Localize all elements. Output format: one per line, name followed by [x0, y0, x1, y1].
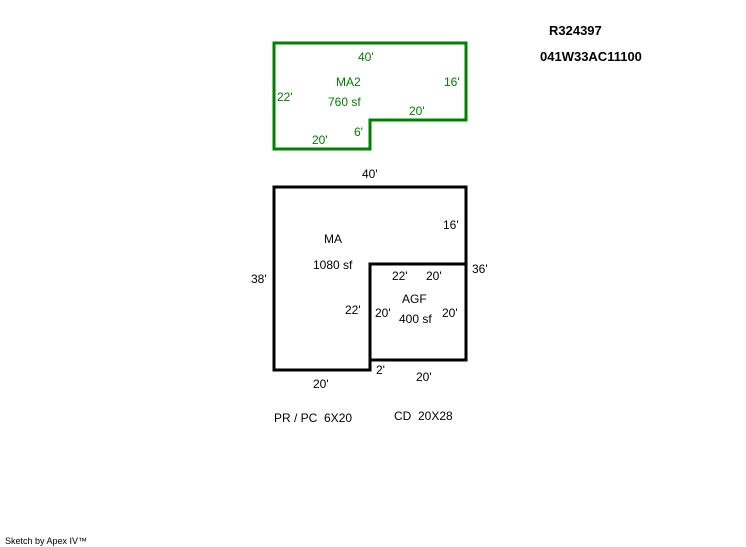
ma-step-dim: 2' — [376, 363, 385, 377]
agf-name: AGF — [402, 292, 427, 306]
ma2-top-dim: 40' — [358, 50, 374, 64]
ma-right-total-dim: 36' — [472, 262, 488, 276]
ma2-right-dim: 16' — [444, 75, 460, 89]
porch-note: PR / PC 6X20 — [274, 411, 352, 425]
footer-credit: Sketch by Apex IV™ — [5, 536, 87, 546]
ma-bottom-dim: 20' — [313, 377, 329, 391]
deck-note: CD 20X28 — [394, 409, 453, 423]
map-number: 041W33AC11100 — [540, 49, 642, 64]
agf-outline — [368, 262, 468, 362]
ma2-area: 760 sf — [328, 95, 361, 109]
ma-top-dim: 40' — [362, 167, 378, 181]
ma-right-upper-dim: 16' — [443, 218, 459, 232]
ma2-left-dim: 22' — [277, 90, 293, 104]
ma2-name: MA2 — [336, 75, 361, 89]
ma-area: 1080 sf — [313, 258, 353, 272]
ma2-bottom-dim: 20' — [312, 133, 328, 147]
agf-top-dim-b: 20' — [426, 269, 442, 283]
agf-right-dim: 20' — [442, 306, 458, 320]
agf-area: 400 sf — [399, 312, 432, 326]
ma2-step-top-dim: 20' — [409, 104, 425, 118]
ma2-step-vert-dim: 6' — [354, 125, 363, 139]
agf-bottom-dim: 20' — [416, 370, 432, 384]
parcel-id: R324397 — [549, 23, 602, 38]
agf-left-dim: 20' — [375, 306, 391, 320]
ma-name: MA — [324, 232, 342, 246]
ma2-outline — [272, 41, 468, 151]
ma-left-dim: 38' — [251, 272, 267, 286]
ma-inner-dim: 22' — [345, 303, 361, 317]
agf-top-dim-a: 22' — [392, 269, 408, 283]
